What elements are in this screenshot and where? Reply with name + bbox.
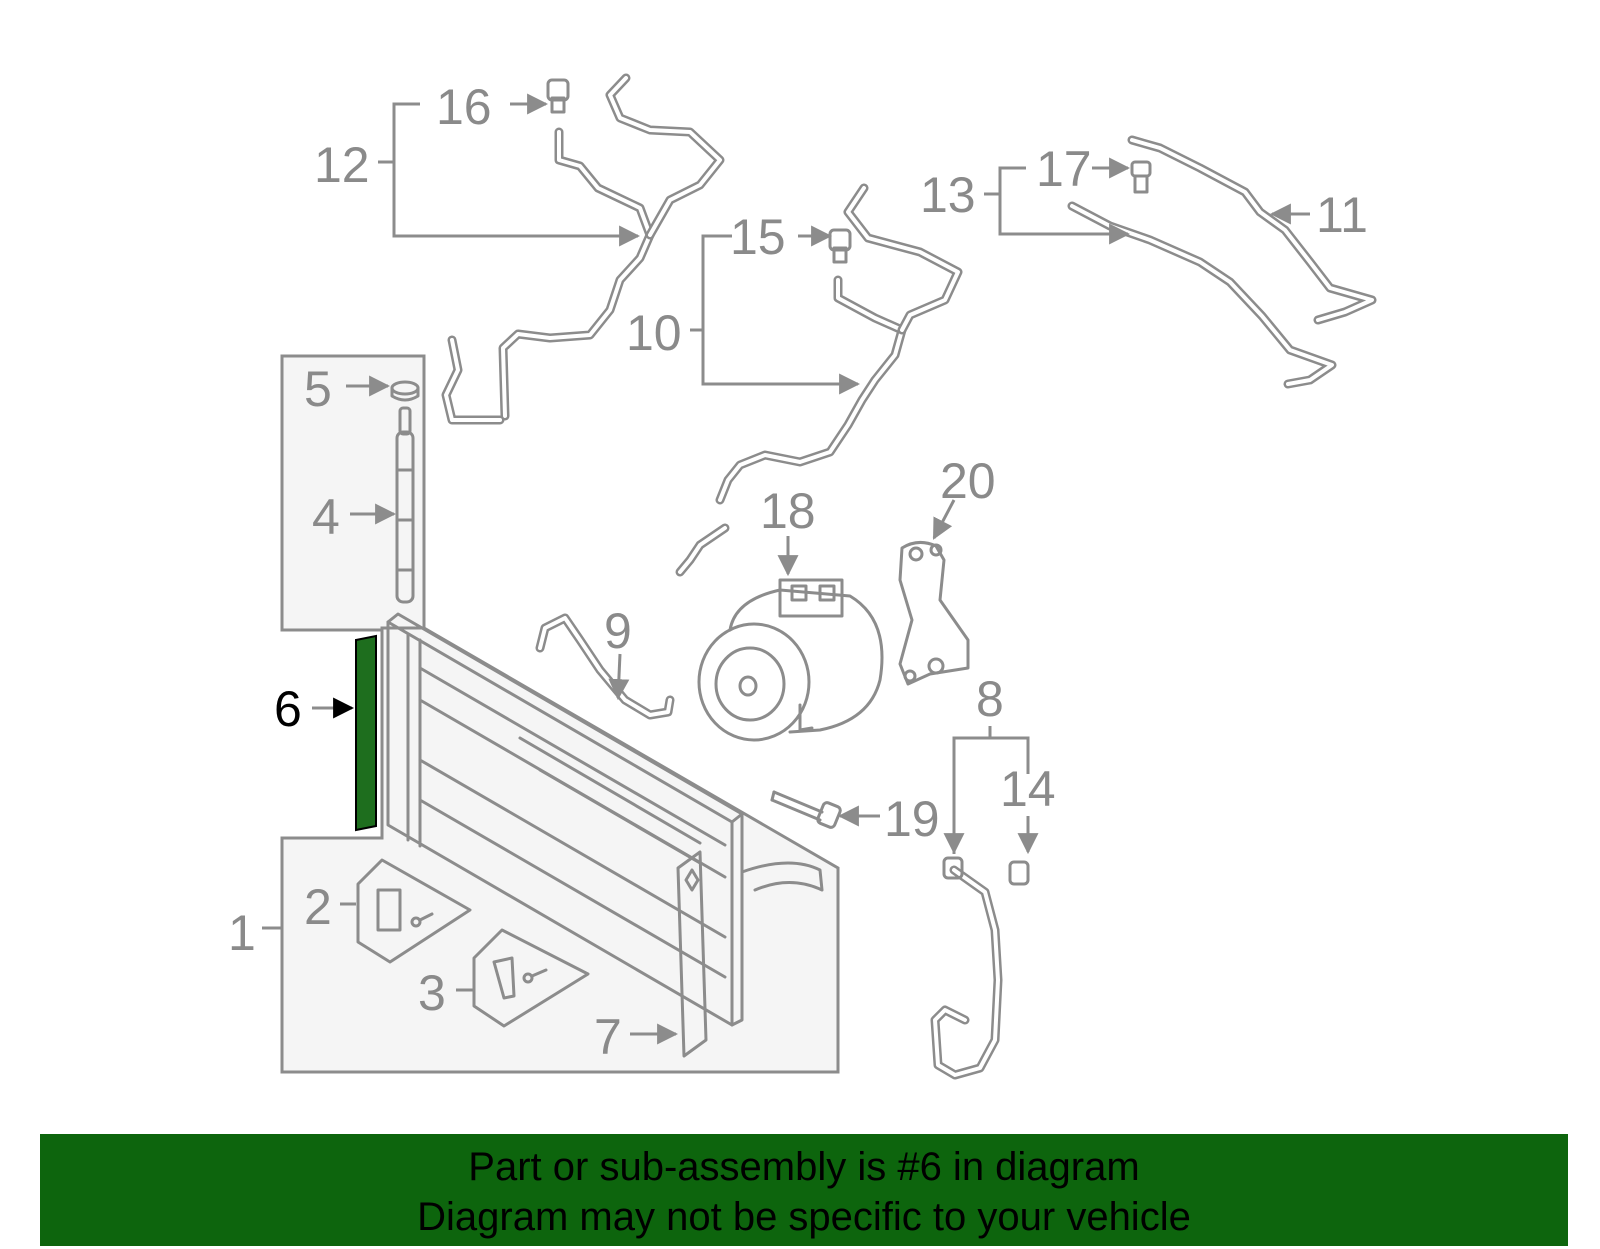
callout-16: 16 [436, 79, 492, 135]
valve-15 [828, 228, 852, 264]
callout-12: 12 [314, 137, 370, 193]
condenser [386, 612, 824, 1027]
callout-7: 7 [594, 1009, 622, 1065]
callout-14: 14 [1000, 761, 1056, 817]
drier-cap [390, 380, 420, 402]
callout-13: 13 [920, 167, 976, 223]
callout-4: 4 [312, 489, 340, 545]
valve-16 [546, 78, 570, 114]
callout-3: 3 [418, 965, 446, 1021]
callout-5: 5 [304, 361, 332, 417]
bracket-3-panel [472, 928, 590, 1028]
callout-8: 8 [976, 671, 1004, 727]
pipe-9 [535, 613, 675, 720]
switch-17 [1130, 160, 1152, 194]
info-banner: Part or sub-assembly is #6 in diagram Di… [40, 1134, 1568, 1246]
callout-6: 6 [274, 681, 302, 737]
side-bracket [676, 850, 708, 1058]
bracket-2-panel [356, 858, 472, 964]
pipe-10 [675, 183, 963, 577]
parts-diagram: 1 2 3 4 5 6 7 8 9 10 11 12 13 14 15 16 1… [228, 73, 1377, 1080]
callout-10: 10 [626, 305, 682, 361]
drier-group-box [280, 354, 426, 632]
pipe-13-11 [1067, 135, 1377, 389]
callout-15: 15 [730, 209, 786, 265]
compressor-bracket [898, 541, 970, 686]
callout-1: 1 [228, 905, 256, 961]
callout-20: 20 [940, 453, 996, 509]
bolt [770, 790, 842, 829]
callout-19: 19 [884, 791, 940, 847]
side-seal-highlight [355, 634, 377, 832]
callout-18: 18 [760, 483, 816, 539]
callout-9: 9 [604, 603, 632, 659]
callout-17: 17 [1036, 141, 1092, 197]
callout-11: 11 [1316, 187, 1368, 243]
receiver-drier [395, 406, 415, 604]
pipe-8 [930, 856, 1030, 1080]
banner-line-2: Diagram may not be specific to your vehi… [417, 1195, 1191, 1239]
banner-line-1: Part or sub-assembly is #6 in diagram [468, 1145, 1140, 1189]
pipe-12 [441, 73, 725, 425]
callout-2: 2 [304, 879, 332, 935]
compressor [697, 578, 884, 742]
